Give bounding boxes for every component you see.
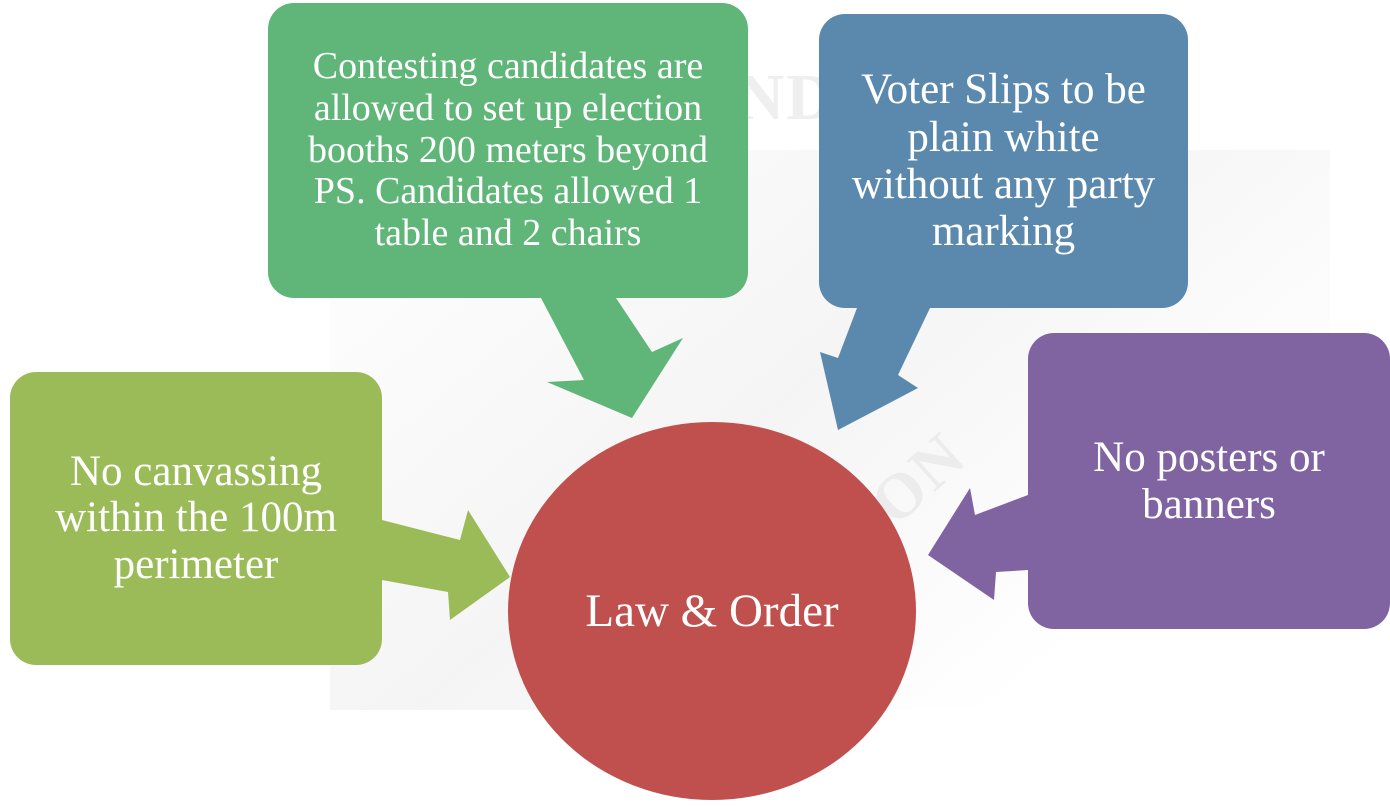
node-voter-slips-text: Voter Slips to be plain white without an…	[851, 66, 1156, 256]
node-no-canvassing-text: No canvassing within the 100m perimeter	[55, 447, 337, 588]
node-election-booths: Contesting candidates are allowed to set…	[268, 3, 748, 298]
arrow-canvassing	[382, 510, 510, 620]
node-no-posters: No posters or banners	[1028, 333, 1390, 629]
arrow-posters	[928, 488, 1028, 600]
node-voter-slips: Voter Slips to be plain white without an…	[819, 14, 1188, 308]
node-election-booths-text: Contesting candidates are allowed to set…	[307, 45, 708, 255]
arrow-slips	[820, 308, 930, 430]
node-no-posters-text: No posters or banners	[1093, 433, 1325, 528]
center-law-and-order-circle: Law & Order	[508, 422, 916, 800]
arrow-booths	[541, 298, 683, 418]
node-no-canvassing: No canvassing within the 100m perimeter	[10, 372, 382, 665]
center-label: Law & Order	[585, 585, 839, 637]
